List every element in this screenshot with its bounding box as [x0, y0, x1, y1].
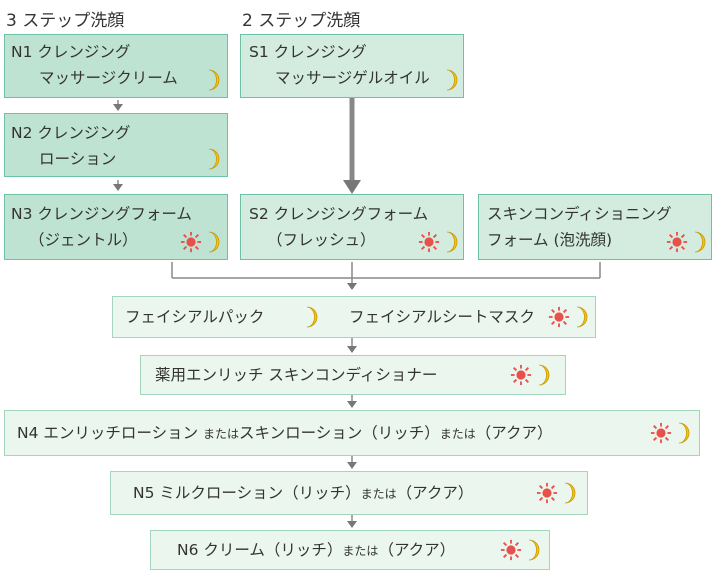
- step-n1-line1: N1 クレンジング: [11, 43, 131, 61]
- step-n1-box: N1 クレンジング マッサージクリーム: [4, 34, 228, 98]
- step-enrich-conditioner-box: 薬用エンリッチ スキンコンディショナー: [140, 355, 566, 395]
- step-n6-box: N6 クリーム（リッチ）または（アクア）: [150, 530, 550, 570]
- n5-or: または: [360, 487, 397, 501]
- sun-icon: [500, 539, 522, 561]
- n4-skin-lotion-rich: スキンローション（リッチ）: [239, 424, 440, 442]
- sun-icon: [666, 231, 688, 253]
- facial-sheet-mask-label: フェイシアルシートマスク: [349, 308, 535, 326]
- n6-cream: N6 クリーム（リッチ）: [177, 541, 343, 559]
- step-n5-text: N5 ミルクローション（リッチ）または（アクア）: [133, 482, 473, 505]
- sun-icon: [536, 482, 558, 504]
- step-n3-box: N3 クレンジングフォーム （ジェントル）: [4, 194, 228, 260]
- n6-aqua: （アクア）: [378, 541, 456, 559]
- moon-icon: [446, 69, 458, 91]
- enrich-conditioner-label: 薬用エンリッチ スキンコンディショナー: [155, 366, 438, 384]
- n5-milk-lotion: N5 ミルクローション（リッチ）: [133, 484, 361, 502]
- step-n2-line1: N2 クレンジング: [11, 124, 131, 142]
- arrowhead-s1-s2: [343, 180, 361, 194]
- arrowhead-enrich-n4: [347, 401, 357, 408]
- step-s1-line2: マッサージゲルオイル: [275, 69, 430, 87]
- arrowhead-n5-n6: [347, 521, 357, 528]
- step-pack-box: フェイシアルパック フェイシアルシートマスク: [112, 296, 596, 338]
- moon-icon: [208, 148, 220, 170]
- n4-enrich-lotion: N4 エンリッチローション: [17, 424, 204, 442]
- moon-icon: [576, 306, 588, 328]
- sun-icon: [418, 231, 440, 253]
- step-s2-line2: （フレッシュ）: [267, 231, 376, 249]
- arrowhead-pack-enrich: [347, 346, 357, 353]
- moon-icon: [564, 482, 576, 504]
- moon-icon: [678, 422, 690, 444]
- step-n5-box: N5 ミルクローション（リッチ）または（アクア）: [110, 471, 588, 515]
- heading-two-step: 2 ステップ洗顔: [242, 11, 361, 31]
- sun-icon: [650, 422, 672, 444]
- step-n2-box: N2 クレンジング ローション: [4, 113, 228, 177]
- step-n2-line2: ローション: [39, 150, 117, 168]
- moon-icon: [446, 231, 458, 253]
- sun-icon: [548, 306, 570, 328]
- step-n3-line2: （ジェントル）: [29, 231, 138, 249]
- n4-or-1: または: [203, 427, 240, 441]
- moon-icon: [306, 306, 318, 328]
- moon-icon: [528, 539, 540, 561]
- step-n3-line1: N3 クレンジングフォーム: [11, 205, 192, 223]
- arrowhead-n1-n2: [113, 104, 123, 111]
- step-s1-box: S1 クレンジング マッサージゲルオイル: [240, 34, 464, 98]
- n4-or-2: または: [439, 427, 476, 441]
- step-s1-line1: S1 クレンジング: [249, 43, 367, 61]
- step-n1-line2: マッサージクリーム: [39, 69, 178, 87]
- arrowhead-merge-pack: [347, 283, 357, 290]
- n4-aqua: （アクア）: [475, 424, 553, 442]
- moon-icon: [538, 364, 550, 386]
- step-s2-line1: S2 クレンジングフォーム: [249, 205, 429, 223]
- heading-three-step: 3 ステップ洗顔: [6, 11, 125, 31]
- step-n6-text: N6 クリーム（リッチ）または（アクア）: [177, 539, 455, 562]
- n5-aqua: （アクア）: [396, 484, 474, 502]
- sun-icon: [180, 231, 202, 253]
- moon-icon: [694, 231, 706, 253]
- arrowhead-n4-n5: [347, 462, 357, 469]
- step-skin-cond-foam-box: スキンコンディショニング フォーム (泡洗顔): [478, 194, 712, 260]
- step-s2-box: S2 クレンジングフォーム （フレッシュ）: [240, 194, 464, 260]
- step-n4-box: N4 エンリッチローション またはスキンローション（リッチ）または（アクア）: [4, 410, 700, 456]
- facial-pack-label: フェイシアルパック: [125, 308, 265, 326]
- step-n4-text: N4 エンリッチローション またはスキンローション（リッチ）または（アクア）: [17, 422, 553, 445]
- sun-icon: [510, 364, 532, 386]
- skin-cond-foam-line2: フォーム (泡洗顔): [487, 231, 613, 249]
- moon-icon: [208, 69, 220, 91]
- skin-cond-foam-line1: スキンコンディショニング: [487, 205, 672, 223]
- moon-icon: [208, 231, 220, 253]
- arrowhead-n2-n3: [113, 184, 123, 191]
- n6-or: または: [342, 544, 379, 558]
